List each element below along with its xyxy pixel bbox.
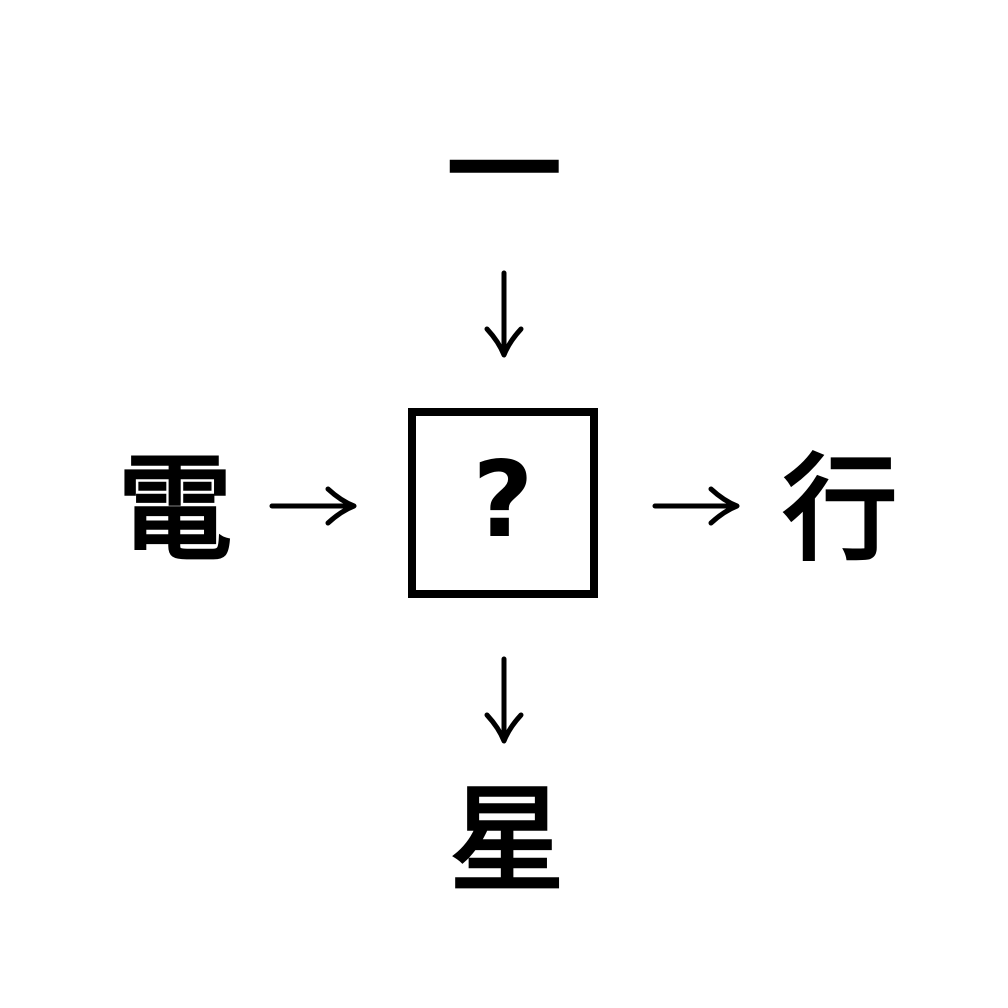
kanji-right: 行 [782,442,898,577]
kanji-left: 電 [117,442,233,577]
arrow-right-icon [652,486,740,526]
arrow-right-icon [269,486,357,526]
arrow-down-icon [484,656,524,744]
question-mark: ? [472,438,534,561]
center-answer-box: ? [408,408,598,598]
arrow-down-icon [484,270,524,358]
kanji-top: 一 [446,104,562,239]
kanji-bottom: 星 [449,773,565,908]
